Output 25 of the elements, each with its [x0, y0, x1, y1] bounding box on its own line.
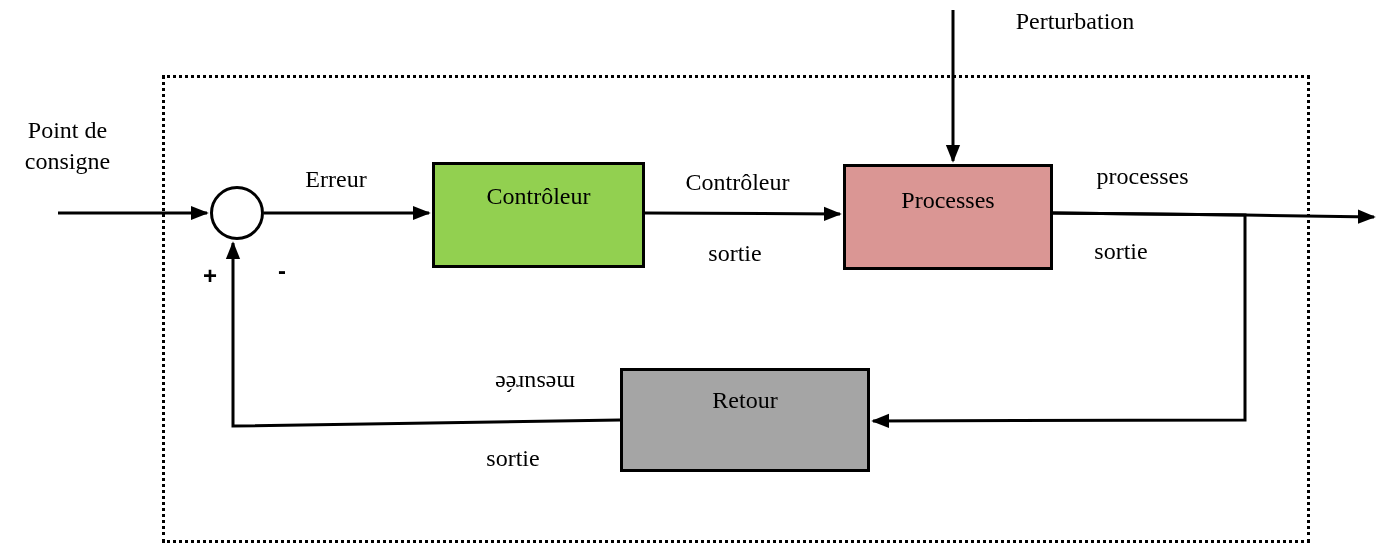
feedback-block — [620, 368, 870, 472]
signal-label: sortie — [707, 239, 763, 268]
signal-label: mesurée — [494, 370, 576, 400]
block-label: Processes — [901, 186, 995, 215]
controller-block — [432, 162, 645, 268]
error-label: Erreur — [304, 165, 368, 194]
block-label: Retour — [712, 386, 778, 415]
arrow — [264, 205, 431, 221]
signal-label: processes — [1095, 162, 1190, 191]
setpoint-label: Point de consigne — [23, 116, 112, 177]
signal-label: sortie — [1093, 237, 1149, 266]
arrow — [58, 205, 209, 221]
process-block — [843, 164, 1053, 270]
block-label: Contrôleur — [486, 182, 591, 211]
signal-label: sortie — [485, 444, 541, 473]
summing-junction — [210, 186, 264, 240]
sign-label: + — [202, 261, 218, 291]
arrow — [645, 206, 842, 222]
system-boundary — [162, 75, 1310, 543]
arrow — [945, 10, 961, 163]
sign-label: - — [277, 256, 287, 286]
arrow — [871, 211, 1247, 429]
disturbance-label: Perturbation — [1014, 7, 1136, 36]
arrow — [225, 241, 621, 428]
signal-label: Contrôleur — [684, 168, 791, 197]
